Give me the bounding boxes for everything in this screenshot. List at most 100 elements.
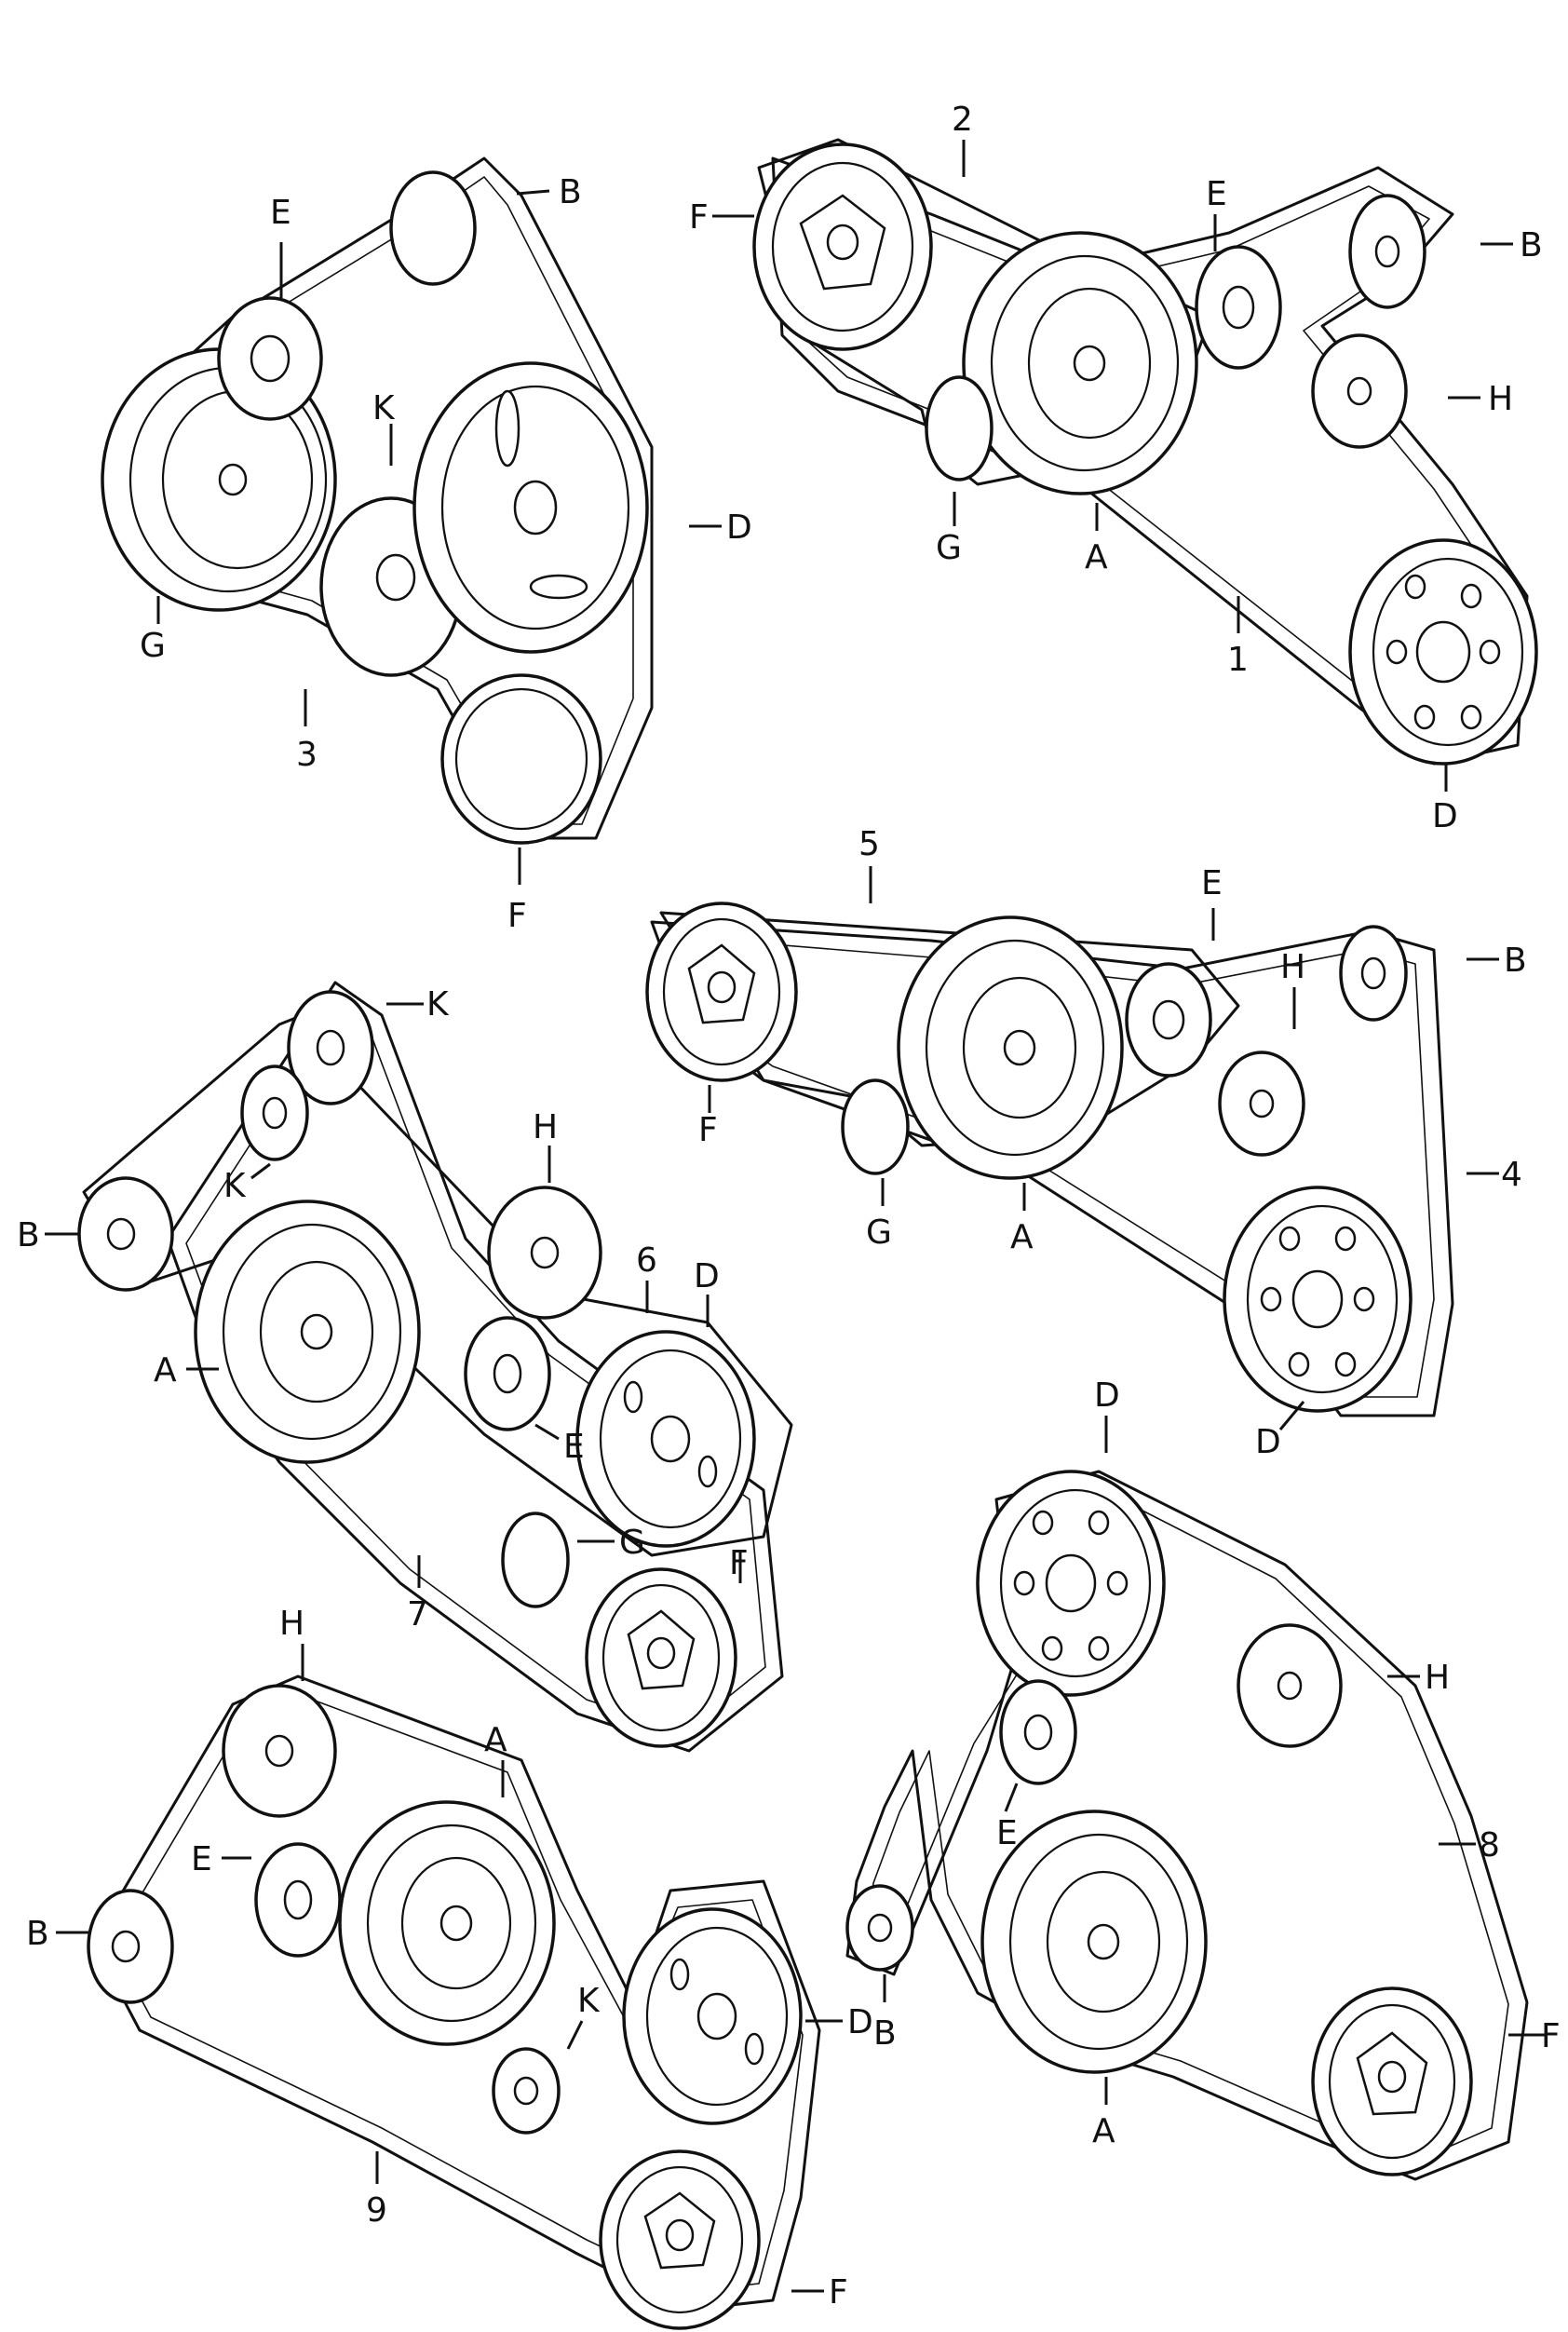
pulley-d — [1223, 1186, 1413, 1413]
pulley-b — [1339, 925, 1408, 1022]
label-f: F — [1541, 2017, 1561, 2055]
pulley-b — [87, 1889, 174, 2004]
pulley-b — [77, 1176, 174, 1292]
label-d: D — [726, 508, 752, 547]
pulley-g — [501, 1512, 570, 1608]
label-f: F — [689, 198, 709, 237]
pulley-f — [599, 2149, 761, 2330]
pulley-k — [492, 2047, 561, 2135]
pulley-a — [897, 915, 1124, 1180]
label-e: E — [191, 1840, 212, 1878]
label-d: D — [847, 2003, 873, 2041]
label-belt-7: 7 — [407, 1595, 428, 1634]
label-belt-9: 9 — [366, 2191, 387, 2230]
pulley-h — [1218, 1051, 1305, 1157]
pulley-f — [1311, 1986, 1473, 2176]
label-e: E — [996, 1814, 1018, 1852]
label-e: E — [1201, 864, 1223, 902]
label-d: D — [694, 1257, 720, 1295]
label-belt-1: 1 — [1227, 641, 1249, 679]
label-e: E — [1206, 175, 1227, 213]
layout-belt-1: 2 F E B H G A 1 D — [689, 101, 1543, 835]
pulley-b — [389, 170, 477, 286]
pulley-a — [338, 1800, 556, 2046]
pulley-e — [999, 1679, 1077, 1785]
label-d: D — [1255, 1423, 1281, 1461]
layout-belt-4: 5 E H B 4 F G A D — [645, 825, 1527, 1461]
pulley-f — [645, 902, 798, 1082]
label-belt-6: 6 — [636, 1241, 657, 1280]
pulley-e — [464, 1316, 551, 1431]
label-g: G — [140, 627, 166, 665]
label-a: A — [154, 1351, 177, 1390]
label-k: K — [372, 389, 396, 427]
label-h: H — [1425, 1659, 1450, 1697]
pulley-k — [287, 990, 374, 1105]
pulley-a — [194, 1200, 421, 1464]
pulley-b — [1348, 194, 1426, 309]
label-h: H — [1488, 380, 1513, 418]
pulley-e — [254, 1842, 342, 1958]
label-f: F — [698, 1111, 718, 1149]
pulley-d — [622, 1907, 803, 2125]
label-d: D — [1432, 797, 1458, 835]
pulley-f — [752, 142, 933, 351]
pulley-f — [440, 673, 602, 845]
label-f: F — [829, 2273, 848, 2312]
label-f: F — [507, 897, 527, 935]
pulley-h — [1237, 1623, 1343, 1748]
label-a: A — [1085, 538, 1108, 576]
pulley-h — [1311, 333, 1408, 449]
label-belt-3: 3 — [296, 736, 318, 774]
label-b: B — [559, 173, 582, 211]
label-k: K — [223, 1167, 247, 1205]
label-b: B — [873, 2014, 897, 2053]
layout-belt-3: E B K D G 3 F — [101, 156, 752, 935]
belt-7 — [166, 981, 784, 1753]
label-f: F — [729, 1544, 749, 1582]
label-h: H — [279, 1605, 304, 1643]
pulley-b — [845, 1884, 914, 1972]
pulley-a — [980, 1810, 1208, 2074]
pulley-h — [222, 1684, 337, 1818]
layout-belt-7: K K B H 6 D A E G F 7 — [17, 981, 793, 1753]
label-g: G — [619, 1524, 645, 1562]
pulley-d — [575, 1330, 756, 1548]
label-a: A — [484, 1721, 507, 1759]
pulley-g — [841, 1078, 910, 1175]
label-d: D — [1094, 1376, 1120, 1415]
pulley-a — [962, 231, 1198, 495]
label-b: B — [26, 1915, 49, 1953]
label-e: E — [270, 194, 291, 232]
label-k: K — [426, 985, 450, 1024]
label-h: H — [533, 1108, 558, 1146]
label-b: B — [1504, 942, 1527, 980]
label-h: H — [1280, 948, 1305, 986]
label-b: B — [17, 1216, 40, 1254]
pulley-d — [976, 1470, 1166, 1697]
label-g: G — [936, 529, 962, 567]
pulley-h — [487, 1186, 602, 1320]
label-belt-8: 8 — [1479, 1826, 1500, 1864]
belt-9 — [91, 1674, 821, 2312]
label-e: E — [563, 1428, 585, 1466]
label-belt-2: 2 — [952, 101, 973, 139]
label-belt-5: 5 — [858, 825, 880, 863]
layout-belt-8: D H E 8 B A F — [845, 1376, 1561, 2181]
pulley-e — [1195, 245, 1282, 370]
pulley-k — [240, 1064, 309, 1161]
label-b: B — [1520, 226, 1543, 264]
pulley-d — [1348, 538, 1538, 766]
label-a: A — [1092, 2112, 1115, 2150]
pulley-d — [412, 361, 649, 654]
pulley-e — [1125, 962, 1212, 1078]
label-g: G — [866, 1213, 892, 1252]
label-a: A — [1010, 1218, 1034, 1256]
label-k: K — [577, 1982, 601, 2020]
layout-belt-9: H A E B K D 9 F — [26, 1605, 873, 2330]
pulley-e — [217, 296, 323, 421]
pulley-g — [925, 375, 994, 481]
pulley-f — [585, 1567, 737, 1748]
label-belt-4: 4 — [1501, 1156, 1522, 1194]
